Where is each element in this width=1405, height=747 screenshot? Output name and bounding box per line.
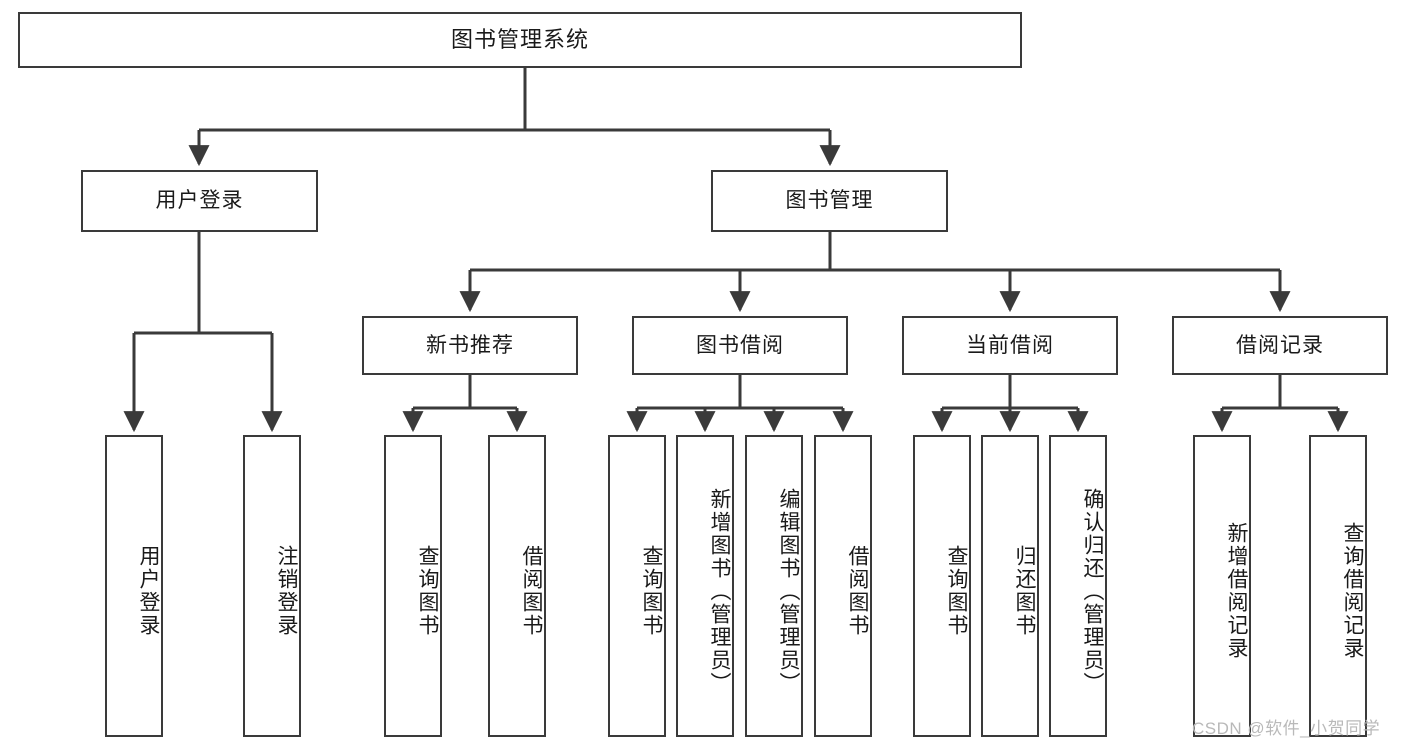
node-label: 图书管理系统: [450, 26, 589, 52]
node-label: 查询借阅记录: [1341, 522, 1364, 660]
node-label: 查询图书: [416, 545, 439, 637]
node-label: 编辑图书（管理员）: [777, 487, 800, 695]
node-label: 当前借阅: [966, 333, 1054, 357]
node-leaf-query-book-1[interactable]: 查询图书: [384, 435, 442, 737]
node-label: 查询图书: [945, 545, 968, 637]
node-leaf-logout[interactable]: 注销登录: [243, 435, 301, 737]
node-label: 查询图书: [640, 545, 663, 637]
node-label: 借阅图书: [846, 545, 869, 637]
node-leaf-add-book[interactable]: 新增图书（管理员）: [676, 435, 734, 737]
node-leaf-edit-book[interactable]: 编辑图书（管理员）: [745, 435, 803, 737]
node-label: 新增借阅记录: [1225, 522, 1248, 660]
node-label: 用户登录: [137, 545, 160, 637]
node-user-login[interactable]: 用户登录: [81, 170, 318, 232]
node-leaf-query-book-2[interactable]: 查询图书: [608, 435, 666, 737]
node-new-book-recommend[interactable]: 新书推荐: [362, 316, 578, 375]
csdn-watermark: CSDN @软件_小贺同学: [1192, 719, 1381, 738]
node-label: 借阅记录: [1236, 333, 1324, 357]
node-book-borrow[interactable]: 图书借阅: [632, 316, 848, 375]
node-root-system[interactable]: 图书管理系统: [18, 12, 1022, 68]
node-label: 借阅图书: [520, 545, 543, 637]
node-current-borrow[interactable]: 当前借阅: [902, 316, 1118, 375]
node-label: 新书推荐: [426, 333, 514, 357]
node-label: 新增图书（管理员）: [708, 487, 731, 695]
node-borrow-record[interactable]: 借阅记录: [1172, 316, 1388, 375]
node-label: 注销登录: [275, 545, 298, 637]
node-leaf-borrow-book-2[interactable]: 借阅图书: [814, 435, 872, 737]
node-leaf-add-record[interactable]: 新增借阅记录: [1193, 435, 1251, 737]
node-leaf-query-book-3[interactable]: 查询图书: [913, 435, 971, 737]
node-leaf-confirm-return[interactable]: 确认归还（管理员）: [1049, 435, 1107, 737]
node-leaf-return-book[interactable]: 归还图书: [981, 435, 1039, 737]
node-leaf-user-login[interactable]: 用户登录: [105, 435, 163, 737]
node-leaf-query-record[interactable]: 查询借阅记录: [1309, 435, 1367, 737]
node-label: 图书管理: [785, 189, 874, 213]
node-label: 图书借阅: [696, 333, 784, 357]
node-book-management[interactable]: 图书管理: [711, 170, 948, 232]
node-label: 用户登录: [155, 189, 244, 213]
node-label: 确认归还（管理员）: [1081, 487, 1104, 695]
node-leaf-borrow-book-1[interactable]: 借阅图书: [488, 435, 546, 737]
node-label: 归还图书: [1013, 545, 1036, 637]
